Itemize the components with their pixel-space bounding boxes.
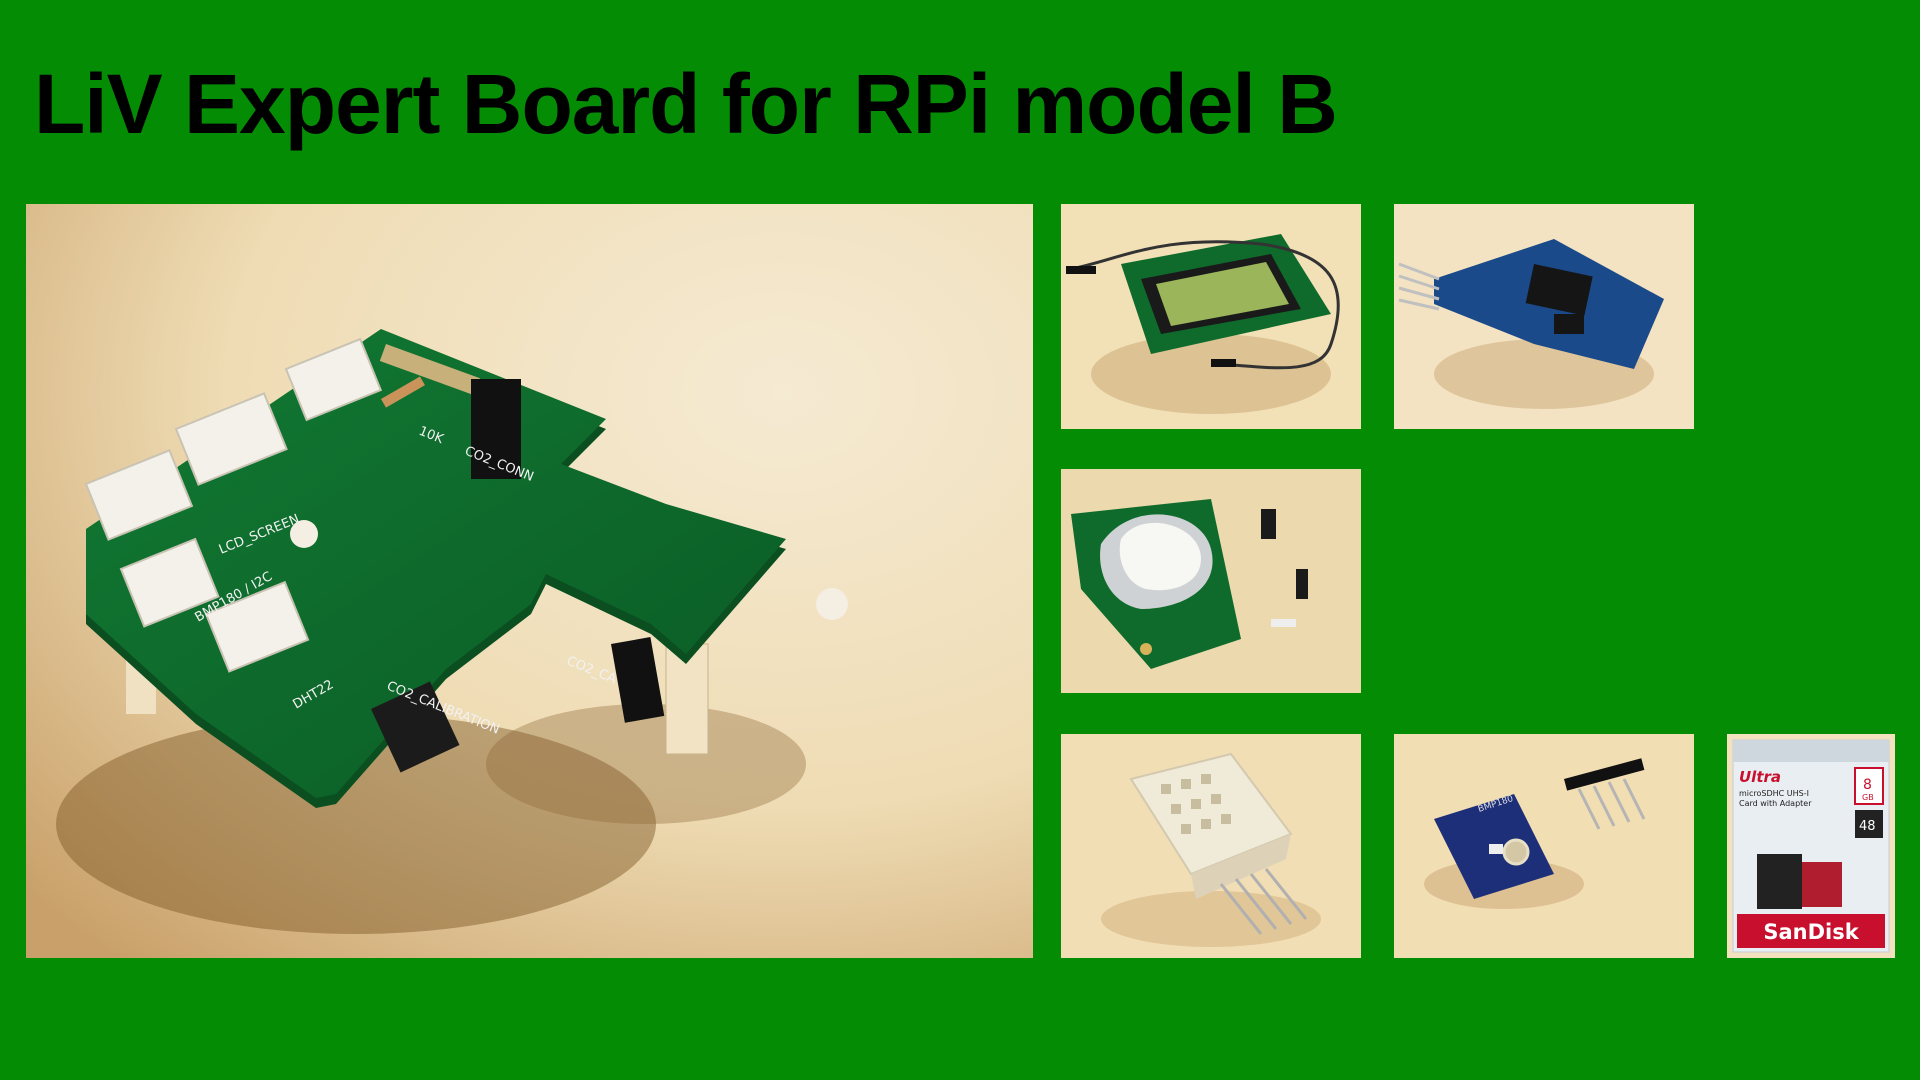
sd-model: Ultra [1739,768,1781,786]
sd-capacity: 8 [1863,777,1872,793]
sd-type: microSDHC UHS-I [1739,789,1809,798]
bmp180-sensor-thumbnail: BMP180 [1394,734,1694,958]
sd-adapter: Card with Adapter [1739,799,1812,808]
main-board-photo: LCD_SCREEN BMP180 / I2C DHT22 CO2_CONN C… [26,204,1033,958]
sd-speed: 48 [1859,819,1876,834]
page-title: LiV Expert Board for RPi model B [34,57,1338,151]
rtc-module-thumbnail [1394,204,1694,429]
sd-card-thumbnail: Ultra microSDHC UHS-I Card with Adapter … [1727,734,1895,958]
sd-brand: SanDisk [1763,920,1859,944]
co2-sensor-thumbnail [1061,469,1361,693]
dht22-sensor-thumbnail [1061,734,1361,958]
lcd-module-thumbnail [1061,204,1361,429]
sd-capacity-unit: GB [1862,793,1874,802]
